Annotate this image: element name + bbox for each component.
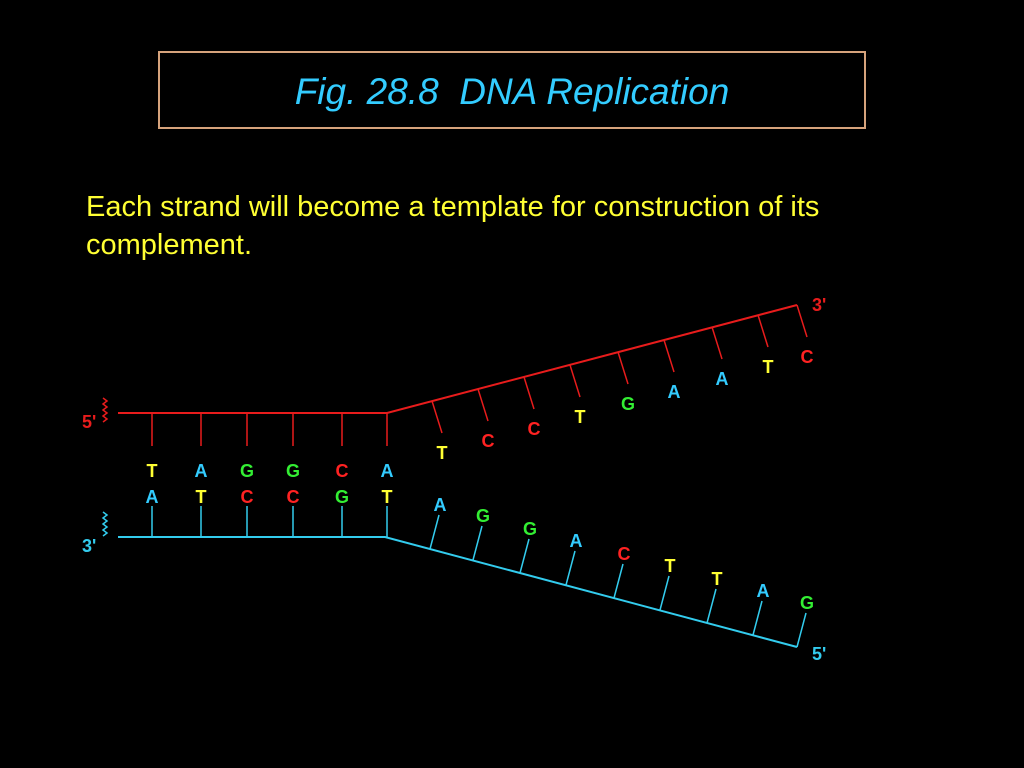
- bottom-strand-tick: [613, 563, 624, 599]
- top-strand-tick: [757, 314, 769, 348]
- unpaired-bottom-base: A: [757, 581, 770, 601]
- slide-title: Fig. 28.8 DNA Replication: [294, 71, 730, 112]
- unpaired-top-base: T: [763, 357, 774, 377]
- unpaired-top-base: C: [528, 419, 541, 439]
- top-strand-tick: [523, 376, 535, 410]
- top-strand-3prime-label: 3': [812, 295, 826, 315]
- paired-top-base: A: [195, 461, 208, 481]
- unpaired-top-base: A: [716, 369, 729, 389]
- unpaired-bottom-base: T: [712, 569, 723, 589]
- unpaired-top-base: C: [482, 431, 495, 451]
- top-strand-5prime-label: 5': [82, 412, 96, 432]
- top-strand-tick: [711, 326, 723, 360]
- unpaired-bottom-base: A: [570, 531, 583, 551]
- bottom-strand-tick: [519, 538, 530, 574]
- bottom-strand-tick: [706, 588, 717, 624]
- paired-bottom-base: C: [287, 487, 300, 507]
- paired-bottom-base: T: [382, 487, 393, 507]
- top-strand-tick: [663, 339, 675, 373]
- bottom-strand-tick: [659, 575, 670, 611]
- paired-bottom-base: T: [196, 487, 207, 507]
- bottom-strand-backbone: [118, 536, 798, 648]
- bottom-strand-tick: [565, 550, 576, 586]
- unpaired-bottom-base: T: [665, 556, 676, 576]
- unpaired-bottom-base: G: [523, 519, 537, 539]
- slide-subtitle: Each strand will become a template for c…: [86, 191, 820, 261]
- paired-top-base: G: [240, 461, 254, 481]
- paired-bottom-base: A: [146, 487, 159, 507]
- unpaired-top-base: T: [575, 407, 586, 427]
- bottom-strand-tick: [472, 525, 483, 561]
- unpaired-top-base: G: [621, 394, 635, 414]
- top-strand-backbone: [118, 304, 798, 414]
- bottom-strand-5prime-label: 5': [812, 644, 826, 664]
- title-box: Fig. 28.8 DNA Replication: [158, 51, 866, 129]
- unpaired-bottom-base: C: [618, 544, 631, 564]
- top-strand-tick: [477, 388, 489, 422]
- paired-top-base: G: [286, 461, 300, 481]
- top-strand-tick: [431, 400, 443, 434]
- top-strand-tick: [796, 304, 808, 338]
- bottom-strand-break-icon: [101, 511, 109, 537]
- paired-top-base: C: [336, 461, 349, 481]
- bottom-strand-3prime-label: 3': [82, 536, 96, 556]
- unpaired-top-base: A: [668, 382, 681, 402]
- bottom-strand-tick: [752, 600, 763, 636]
- unpaired-bottom-base: A: [434, 495, 447, 515]
- paired-top-base: T: [147, 461, 158, 481]
- unpaired-bottom-base: G: [476, 506, 490, 526]
- bottom-strand-tick: [796, 612, 807, 648]
- top-strand-tick: [569, 364, 581, 398]
- unpaired-bottom-base: G: [800, 593, 814, 613]
- paired-top-base: A: [381, 461, 394, 481]
- paired-bottom-base: C: [241, 487, 254, 507]
- unpaired-top-base: C: [801, 347, 814, 367]
- bottom-strand-tick: [429, 514, 440, 550]
- unpaired-top-base: T: [437, 443, 448, 463]
- top-strand-tick: [617, 351, 629, 385]
- top-strand-break-icon: [101, 397, 109, 423]
- paired-bottom-base: G: [335, 487, 349, 507]
